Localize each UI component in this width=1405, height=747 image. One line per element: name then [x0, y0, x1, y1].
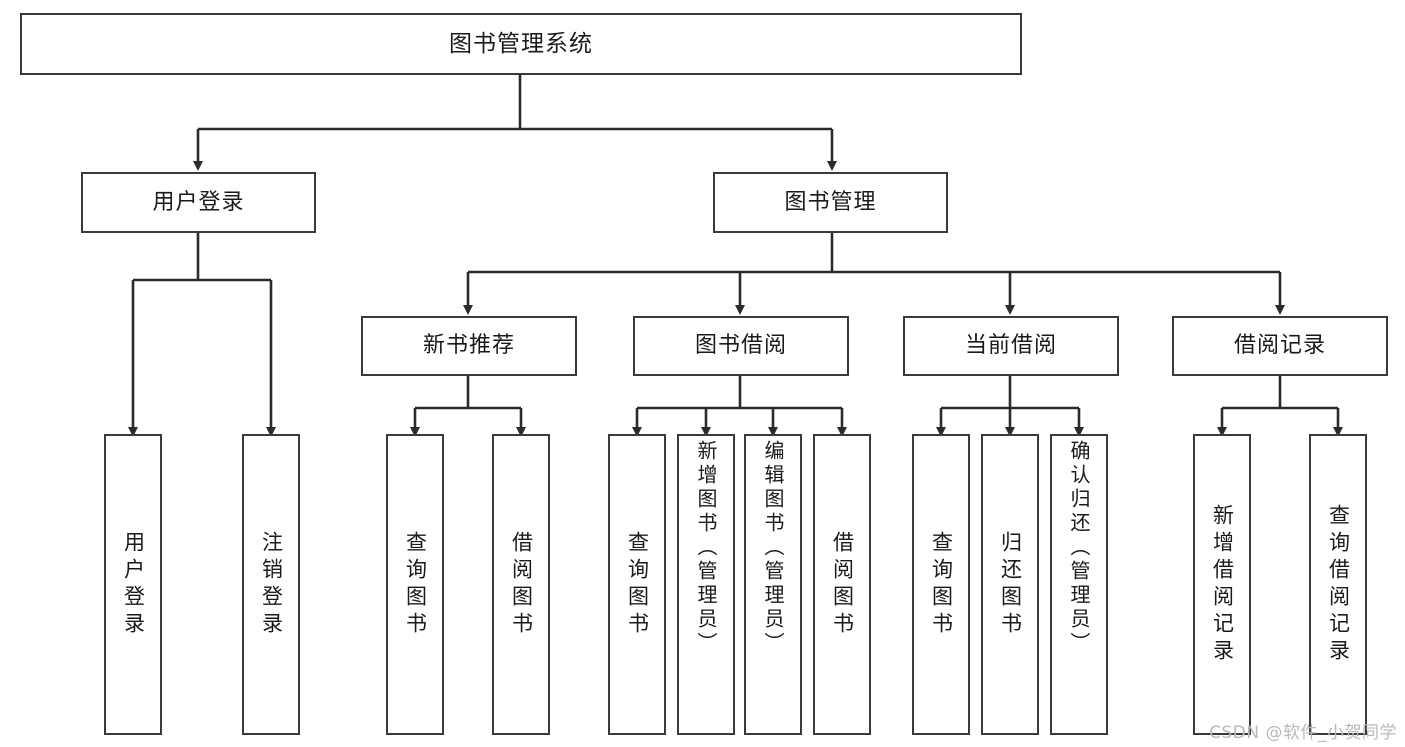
- node-book-borrow-label: 图书借阅: [694, 333, 787, 359]
- leaf-borrow-book-label: 借阅图书: [830, 530, 855, 639]
- leaf-confirm-return-admin-label: 确认归还（管理员）: [1067, 440, 1091, 656]
- node-user-login-label: 用户登录: [152, 189, 245, 215]
- leaf-query-book-current-label: 查询图书: [929, 530, 954, 639]
- leaf-logout-label: 注销登录: [259, 530, 284, 639]
- leaf-add-book-admin-label: 新增图书（管理员）: [694, 440, 718, 656]
- leaf-user-login-label: 用户登录: [121, 530, 146, 639]
- node-book-management-label: 图书管理: [784, 189, 877, 215]
- leaf-edit-book-admin[interactable]: 编辑图书（管理员）: [744, 434, 802, 735]
- leaf-confirm-return-admin[interactable]: 确认归还（管理员）: [1050, 434, 1108, 735]
- node-new-book-recommend[interactable]: 新书推荐: [361, 316, 577, 376]
- leaf-query-borrow-record-label: 查询借阅记录: [1326, 503, 1351, 666]
- node-new-book-recommend-label: 新书推荐: [422, 333, 515, 359]
- leaf-add-borrow-record[interactable]: 新增借阅记录: [1193, 434, 1251, 735]
- leaf-query-borrow-record[interactable]: 查询借阅记录: [1309, 434, 1367, 735]
- leaf-logout[interactable]: 注销登录: [242, 434, 300, 735]
- leaf-borrow-book[interactable]: 借阅图书: [813, 434, 871, 735]
- leaf-query-book-current[interactable]: 查询图书: [912, 434, 970, 735]
- node-borrow-record-label: 借阅记录: [1233, 333, 1326, 359]
- leaf-query-book-borrow-label: 查询图书: [625, 530, 650, 639]
- node-current-borrow[interactable]: 当前借阅: [903, 316, 1119, 376]
- leaf-add-borrow-record-label: 新增借阅记录: [1210, 503, 1235, 666]
- leaf-borrow-book-rec-label: 借阅图书: [509, 530, 534, 639]
- leaf-query-book-rec[interactable]: 查询图书: [386, 434, 444, 735]
- node-current-borrow-label: 当前借阅: [964, 333, 1057, 359]
- leaf-return-book-label: 归还图书: [998, 530, 1023, 639]
- leaf-edit-book-admin-label: 编辑图书（管理员）: [761, 440, 785, 656]
- leaf-query-book-borrow[interactable]: 查询图书: [608, 434, 666, 735]
- node-user-login[interactable]: 用户登录: [81, 172, 316, 233]
- leaf-user-login[interactable]: 用户登录: [104, 434, 162, 735]
- node-root-label: 图书管理系统: [449, 30, 593, 57]
- csdn-watermark: CSDN @软件_小贺同学: [1209, 723, 1397, 743]
- node-book-borrow[interactable]: 图书借阅: [633, 316, 849, 376]
- leaf-borrow-book-rec[interactable]: 借阅图书: [492, 434, 550, 735]
- node-root[interactable]: 图书管理系统: [20, 13, 1022, 75]
- leaf-query-book-rec-label: 查询图书: [403, 530, 428, 639]
- leaf-return-book[interactable]: 归还图书: [981, 434, 1039, 735]
- node-borrow-record[interactable]: 借阅记录: [1172, 316, 1388, 376]
- leaf-add-book-admin[interactable]: 新增图书（管理员）: [677, 434, 735, 735]
- node-book-management[interactable]: 图书管理: [713, 172, 948, 233]
